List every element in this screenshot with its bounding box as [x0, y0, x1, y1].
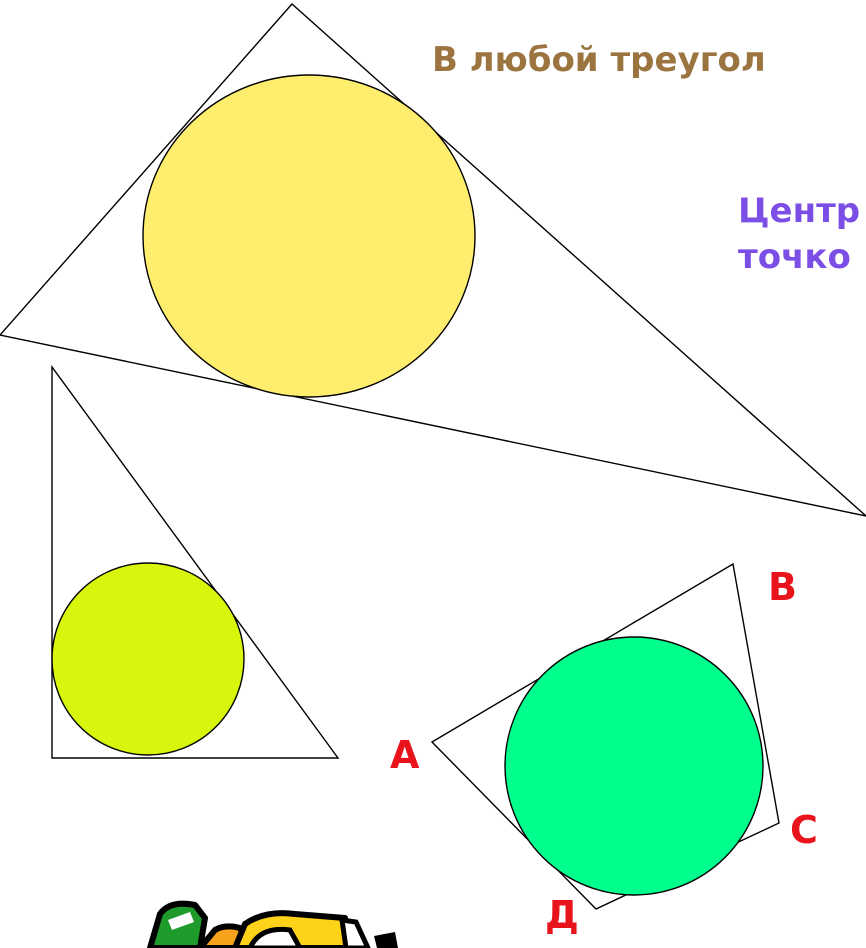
right-triangle [51, 364, 340, 759]
quadrilateral-inscribed-circle [504, 636, 764, 896]
pencil-clipart-icon [147, 900, 398, 948]
large-triangle [0, 3, 866, 517]
vertex-label-a: А [390, 733, 420, 777]
vertex-label-c: С [790, 808, 818, 852]
subheading-text: Центр точко [738, 188, 860, 280]
subheading-line-1: Центр [738, 191, 861, 231]
large-inscribed-circle [142, 74, 476, 398]
vertex-label-b: В [768, 565, 797, 609]
subheading-line-2: точко [738, 237, 851, 277]
heading-text: В любой треугол [432, 40, 766, 80]
vertex-label-d: Д [545, 893, 579, 937]
small-inscribed-circle [51, 562, 245, 756]
